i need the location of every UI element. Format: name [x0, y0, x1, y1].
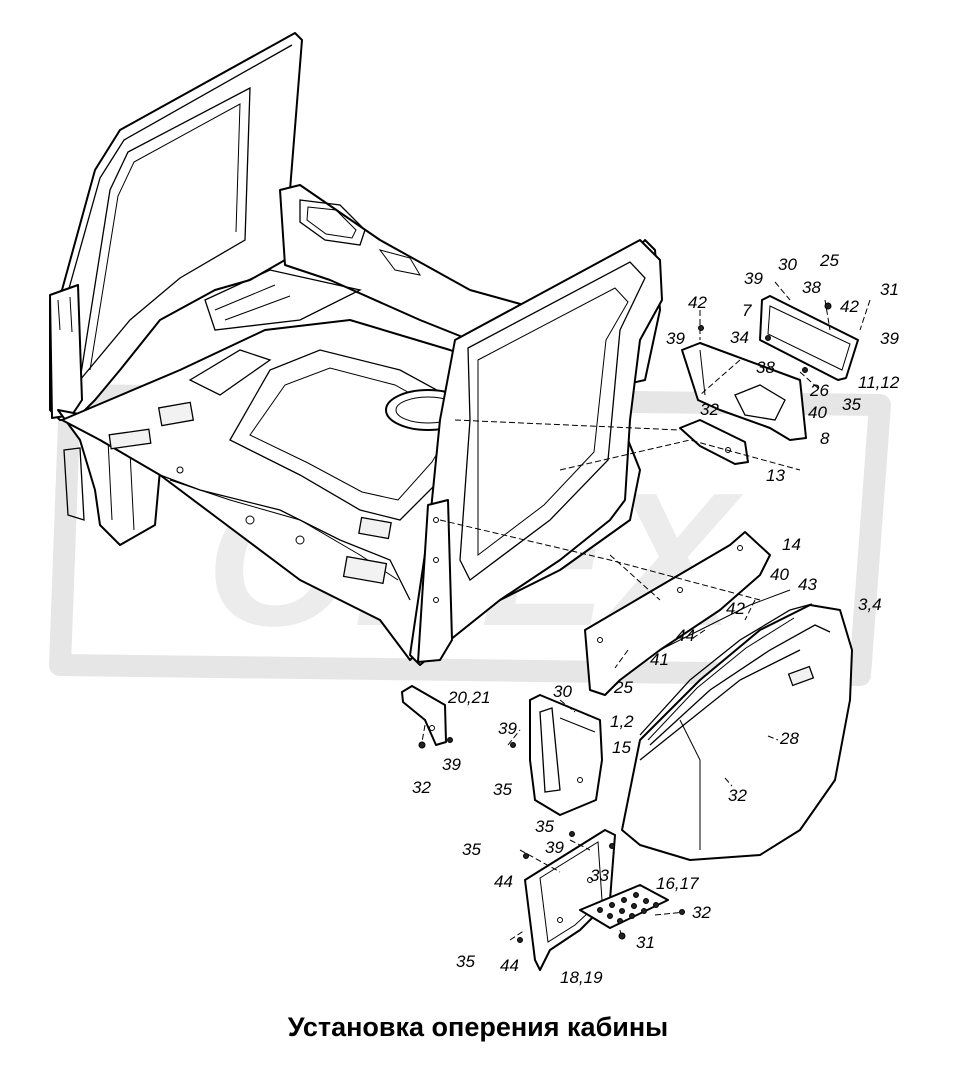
fasteners: [418, 302, 832, 943]
cab-body: [49, 32, 663, 666]
bracket-7: [759, 295, 859, 381]
callout-label: 7: [742, 301, 752, 320]
callout-label: 33: [590, 866, 609, 885]
callout-label: 25: [819, 251, 839, 270]
mudguard-15: [639, 603, 813, 741]
callout-label: 41: [650, 650, 669, 669]
fender-3-4: [621, 604, 853, 861]
callout-labels: 30 39 25 38 31 42 42 7 39 39 34 38 26 11…: [412, 251, 900, 987]
callout-label: 38: [802, 278, 821, 297]
callout-label: 13: [766, 466, 785, 485]
callout-label: 32: [728, 786, 747, 805]
callout-label: 31: [880, 280, 899, 299]
callout-label: 40: [808, 403, 827, 422]
callout-label: 39: [442, 755, 461, 774]
callout-label: 31: [636, 933, 655, 952]
callout-label: 32: [692, 903, 711, 922]
callout-label: 35: [535, 817, 554, 836]
panel-14: [584, 531, 791, 696]
bracket-20-21: [401, 685, 447, 746]
step-16-17: [579, 884, 669, 929]
callout-label: 35: [462, 840, 481, 859]
callout-label: 39: [744, 269, 763, 288]
callout-label: 16,17: [656, 874, 699, 893]
callout-label: 42: [726, 599, 745, 618]
leader-lines: [421, 281, 871, 941]
callout-label: 39: [498, 719, 517, 738]
callout-label: 44: [500, 956, 519, 975]
callout-label: 30: [553, 682, 572, 701]
callout-label: 20,21: [447, 688, 491, 707]
callout-label: 39: [666, 329, 685, 348]
callout-label: 32: [412, 778, 431, 797]
callout-label: 35: [493, 780, 512, 799]
callout-label: 18,19: [560, 968, 603, 987]
callout-label: 35: [842, 395, 861, 414]
callout-label: 39: [880, 329, 899, 348]
callout-label: 26: [809, 381, 829, 400]
callout-label: 42: [840, 297, 859, 316]
callout-label: 28: [779, 729, 799, 748]
callout-label: 43: [798, 575, 817, 594]
callout-label: 39: [545, 838, 564, 857]
callout-label: 3,4: [858, 595, 882, 614]
callout-label: 1,2: [610, 712, 634, 731]
panel-8: [681, 342, 807, 441]
callout-label: 35: [456, 952, 475, 971]
callout-label: 30: [778, 255, 797, 274]
callout-label: 14: [782, 535, 801, 554]
callout-label: 8: [820, 429, 830, 448]
callout-label: 34: [730, 328, 749, 347]
callout-label: 38: [756, 358, 775, 377]
callout-label: 25: [613, 678, 633, 697]
callout-label: 42: [688, 293, 707, 312]
callout-label: 32: [700, 400, 719, 419]
callout-label: 44: [676, 626, 695, 645]
callout-label: 11,12: [858, 373, 900, 392]
diagram-caption: Установка оперения кабины: [287, 1012, 669, 1042]
callout-label: 40: [770, 565, 789, 584]
callout-label: 44: [494, 872, 513, 891]
bracket-13: [679, 419, 749, 465]
shield-1-2: [529, 694, 603, 816]
callout-label: 15: [612, 738, 631, 757]
